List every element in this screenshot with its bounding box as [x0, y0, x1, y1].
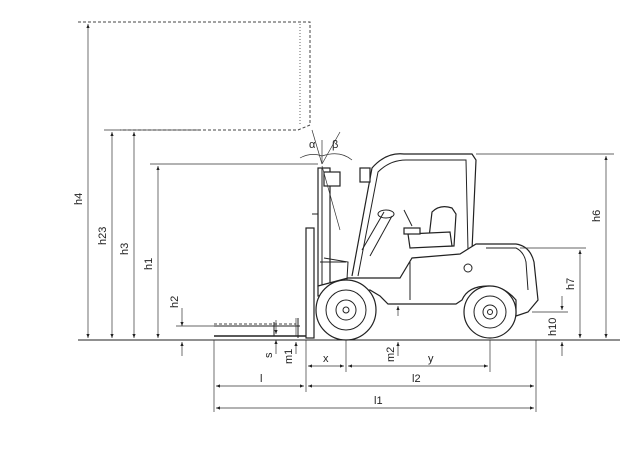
tilt-angle-markers: [299, 129, 353, 231]
mast: [305, 167, 341, 339]
operator-seat: [403, 206, 457, 249]
label-beta: β: [332, 139, 338, 151]
forks: [214, 318, 306, 338]
label-h4: h4: [73, 193, 85, 205]
front-wheel: [315, 279, 377, 341]
label-m1: m1: [283, 349, 295, 364]
height-dimensions-right: [476, 153, 614, 356]
label-h2: h2: [169, 296, 181, 308]
label-alpha: α: [309, 139, 316, 151]
height-dimensions-left: [86, 24, 318, 356]
label-l2: l2: [412, 373, 421, 385]
label-y: y: [428, 353, 434, 365]
label-l: l: [260, 373, 262, 385]
steering-wheel: [361, 209, 413, 257]
label-l1: l1: [374, 395, 383, 407]
label-h10: h10: [547, 318, 559, 336]
label-h6: h6: [591, 210, 603, 222]
length-dimensions: [213, 340, 537, 412]
label-x: x: [323, 353, 329, 365]
label-h23: h23: [97, 227, 109, 245]
label-s: s: [263, 352, 275, 358]
rear-wheel: [463, 285, 517, 339]
label-h3: h3: [119, 243, 131, 255]
label-h7: h7: [565, 278, 577, 290]
truck-body: [317, 243, 539, 317]
clearance-dimensions: [274, 306, 400, 356]
raised-load-outline: [78, 21, 311, 131]
label-h1: h1: [143, 258, 155, 270]
label-m2: m2: [385, 347, 397, 362]
